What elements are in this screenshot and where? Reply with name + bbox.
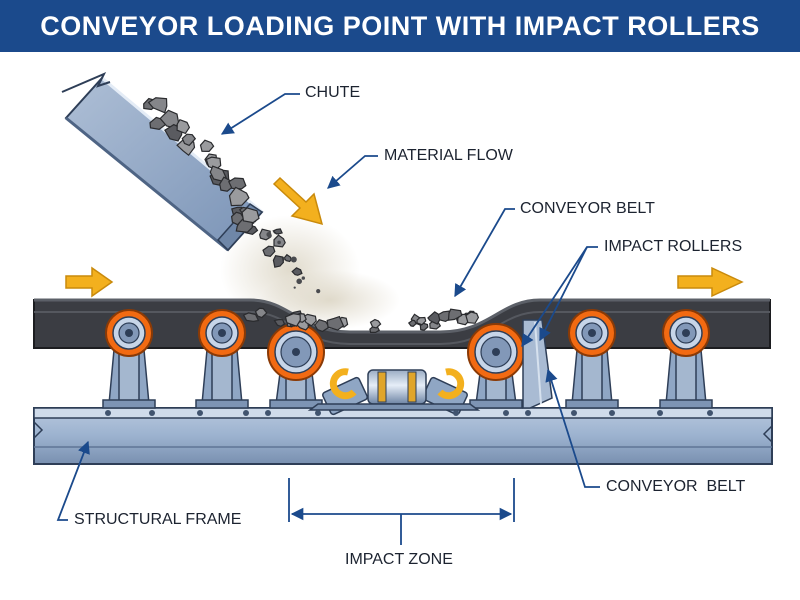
label-structural-frame: STRUCTURAL FRAME [74, 511, 242, 528]
rock [369, 318, 382, 329]
rock-particle [290, 256, 297, 263]
conveyor-diagram [33, 72, 773, 545]
rock [176, 118, 191, 135]
idler-roller [659, 309, 713, 409]
rock [272, 255, 285, 268]
material-load [242, 307, 480, 333]
rock [228, 177, 247, 190]
rock [228, 186, 250, 207]
rock [427, 311, 441, 325]
rock [199, 139, 215, 153]
idler-roller [565, 309, 619, 409]
belt-top-surface [34, 298, 770, 334]
rock [259, 228, 272, 241]
rock [291, 267, 303, 276]
material-flow-arrow [272, 176, 324, 226]
label-conveyor-belt-right: CONVEYOR BELT [606, 478, 746, 495]
rock [314, 319, 330, 333]
label-conveyor-belt-top: CONVEYOR BELT [520, 200, 655, 217]
rock [273, 318, 286, 327]
rock [416, 316, 427, 326]
label-impact-zone: IMPACT ZONE [345, 551, 453, 568]
idler-roller [102, 309, 156, 409]
rock-particle [316, 289, 321, 294]
material-rocks [143, 97, 321, 294]
rock-particle [296, 278, 303, 285]
rock [254, 307, 268, 319]
rock [230, 211, 245, 226]
idler-roller [195, 309, 249, 409]
rock [147, 97, 168, 114]
impact-roller [467, 323, 525, 409]
diagram-title: CONVEYOR LOADING POINT WITH IMPACT ROLLE… [40, 10, 760, 41]
impact-trough-assembly [307, 368, 481, 416]
label-material-flow: MATERIAL FLOW [384, 147, 513, 164]
rock [181, 133, 197, 147]
label-impact-rollers: IMPACT ROLLERS [604, 238, 743, 255]
belt-direction-arrow-right [677, 266, 744, 298]
belt-direction-arrow-left [65, 266, 114, 298]
rock-particle [277, 240, 281, 245]
rock-particle [293, 286, 296, 289]
idler-rollers [102, 309, 713, 409]
rock [284, 313, 301, 327]
rock [326, 315, 345, 331]
rock [241, 207, 260, 224]
rock [465, 311, 480, 324]
structural-frame [33, 407, 773, 465]
title-bar: CONVEYOR LOADING POINT WITH IMPACT ROLLE… [0, 0, 800, 52]
rock [272, 228, 283, 235]
rock [262, 245, 276, 258]
label-chute: CHUTE [305, 84, 361, 101]
impact-roller [267, 323, 325, 409]
rock-particle [301, 276, 305, 280]
rock-particle [266, 232, 272, 237]
rock [407, 319, 417, 327]
rock [447, 308, 463, 321]
frame-bolts [105, 410, 713, 416]
rock [242, 312, 260, 323]
leader-lines [56, 93, 600, 545]
